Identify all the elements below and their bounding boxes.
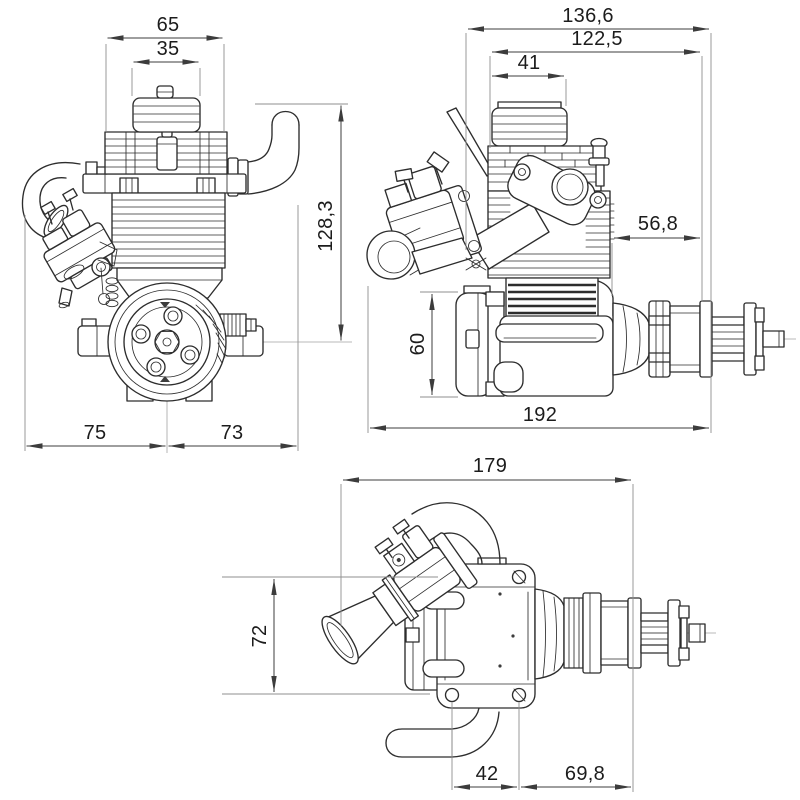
top-view-engine bbox=[321, 502, 716, 758]
side-valve-cover bbox=[491, 101, 568, 147]
valve-cover bbox=[132, 85, 201, 133]
dim-top-hole-to-prop: 69,8 bbox=[565, 763, 605, 785]
side-view-engine bbox=[366, 101, 796, 397]
side-prop-hub bbox=[612, 300, 785, 378]
muffler-pipe bbox=[385, 707, 500, 758]
top-carburetor bbox=[321, 518, 478, 665]
side-view-dimensions: 136,6 122,5 41 56,8 60 192 bbox=[367, 5, 712, 433]
front-view-dimensions: 65 35 128,3 75 73 bbox=[24, 14, 348, 451]
dim-top-hole-spacing: 42 bbox=[476, 763, 499, 785]
carburetor-front bbox=[40, 187, 118, 309]
dim-side-cover-width: 41 bbox=[518, 52, 541, 74]
dim-side-rear: 56,8 bbox=[638, 213, 678, 235]
top-crankcase bbox=[422, 557, 536, 709]
crankcase-front bbox=[107, 282, 227, 402]
side-carburetor bbox=[366, 151, 607, 280]
dim-front-left: 75 bbox=[84, 422, 107, 444]
dim-side-overall-length: 192 bbox=[523, 404, 557, 426]
pushrod-pointer bbox=[446, 107, 494, 177]
top-prop-hub bbox=[534, 588, 716, 680]
side-crankcase bbox=[455, 280, 614, 397]
side-view: 136,6 122,5 41 56,8 60 192 bbox=[366, 5, 796, 433]
front-view-engine bbox=[21, 85, 352, 453]
dim-front-right: 73 bbox=[221, 422, 244, 444]
dim-front-height: 128,3 bbox=[315, 200, 337, 252]
head-base-plate bbox=[82, 161, 247, 194]
dim-top-mount-span: 72 bbox=[249, 625, 271, 648]
dim-side-case-height: 60 bbox=[407, 333, 429, 356]
front-view: 65 35 128,3 75 73 bbox=[21, 14, 352, 453]
dim-side-overall-width: 136,6 bbox=[562, 5, 614, 27]
dim-top-overall-length: 179 bbox=[473, 455, 507, 477]
dim-front-cover-width: 35 bbox=[157, 38, 180, 60]
dim-front-head-width: 65 bbox=[157, 14, 180, 36]
dim-side-body-width: 122,5 bbox=[571, 28, 623, 50]
top-view: 179 72 42 69,8 bbox=[222, 455, 716, 792]
head-fins bbox=[104, 125, 228, 175]
top-view-dimensions: 179 72 42 69,8 bbox=[222, 455, 634, 792]
